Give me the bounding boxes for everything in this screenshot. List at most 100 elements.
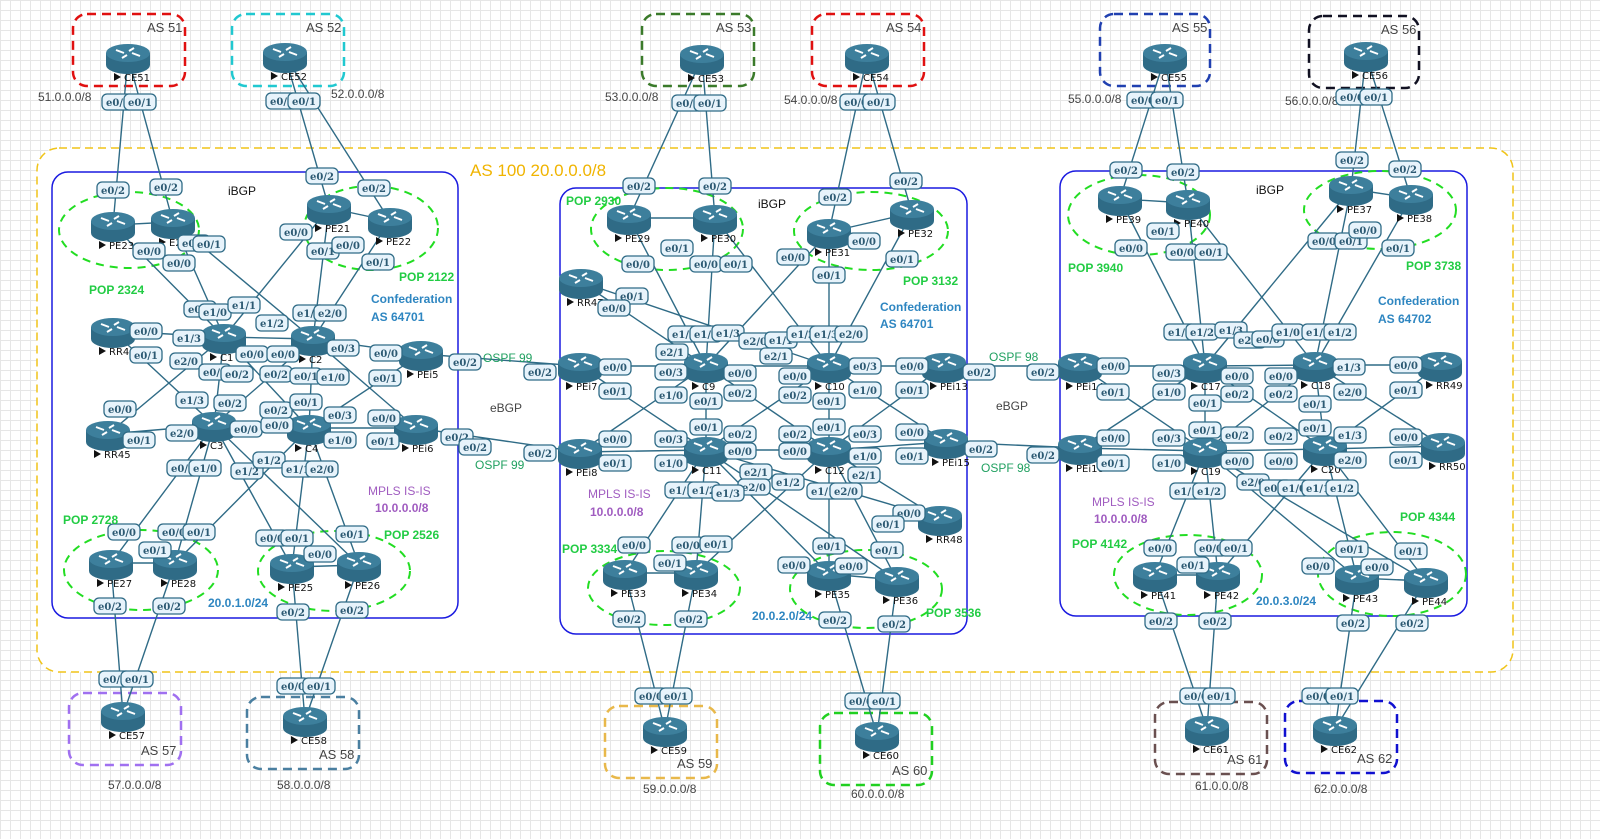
router-pe36[interactable]: PE36	[874, 566, 920, 607]
router-ce62[interactable]: CE62	[1312, 715, 1358, 756]
play-icon[interactable]	[1412, 597, 1419, 605]
play-icon[interactable]	[1429, 462, 1436, 470]
play-icon[interactable]	[161, 579, 168, 587]
router-pe21[interactable]: PE21	[306, 194, 352, 235]
play-icon[interactable]	[1191, 467, 1198, 475]
router-ce57[interactable]: CE57	[100, 701, 146, 742]
router-pei15[interactable]: PEi15	[923, 428, 970, 469]
router-pe27[interactable]: PE27	[88, 549, 134, 590]
router-ce60[interactable]: CE60	[854, 721, 900, 762]
play-icon[interactable]	[853, 73, 860, 81]
router-pei6[interactable]: PEi6	[393, 414, 439, 455]
router-c4[interactable]: C4	[286, 414, 332, 455]
play-icon[interactable]	[407, 370, 414, 378]
router-c3[interactable]: C3	[191, 411, 237, 452]
router-rr45[interactable]: RR45	[85, 420, 131, 461]
router-pe34[interactable]: PE34	[673, 559, 719, 600]
play-icon[interactable]	[315, 224, 322, 232]
router-pei8[interactable]: PEi8	[557, 438, 603, 479]
play-icon[interactable]	[615, 234, 622, 242]
router-rr46[interactable]: RR46	[90, 317, 136, 358]
play-icon[interactable]	[1066, 382, 1073, 390]
play-icon[interactable]	[883, 596, 890, 604]
router-pei7[interactable]: PEi7	[557, 352, 603, 393]
play-icon[interactable]	[1193, 745, 1200, 753]
play-icon[interactable]	[1301, 381, 1308, 389]
play-icon[interactable]	[99, 347, 106, 355]
router-ce59[interactable]: CE59	[642, 716, 688, 757]
router-pe35[interactable]: PE35	[806, 560, 852, 601]
play-icon[interactable]	[1343, 594, 1350, 602]
router-c12[interactable]: C12	[806, 436, 852, 477]
play-icon[interactable]	[1141, 591, 1148, 599]
router-ce51[interactable]: CE51	[105, 43, 151, 84]
play-icon[interactable]	[898, 229, 905, 237]
play-icon[interactable]	[1397, 214, 1404, 222]
play-icon[interactable]	[210, 353, 217, 361]
play-icon[interactable]	[815, 248, 822, 256]
router-ce56[interactable]: CE56	[1343, 41, 1389, 82]
router-pe31[interactable]: PE31	[806, 218, 852, 259]
play-icon[interactable]	[271, 72, 278, 80]
router-c2[interactable]: C2	[290, 325, 336, 366]
play-icon[interactable]	[295, 444, 302, 452]
play-icon[interactable]	[1191, 382, 1198, 390]
router-pe29[interactable]: PE29	[606, 204, 652, 245]
play-icon[interactable]	[651, 746, 658, 754]
router-pei13[interactable]: PEi13	[921, 352, 968, 393]
play-icon[interactable]	[701, 234, 708, 242]
router-c17[interactable]: C17	[1182, 352, 1228, 393]
router-pei5[interactable]: PEi5	[398, 340, 444, 381]
play-icon[interactable]	[1337, 205, 1344, 213]
play-icon[interactable]	[692, 466, 699, 474]
play-icon[interactable]	[815, 382, 822, 390]
play-icon[interactable]	[926, 535, 933, 543]
router-ce61[interactable]: CE61	[1184, 715, 1230, 756]
router-c1[interactable]: C1	[201, 323, 247, 364]
router-ce52[interactable]: CE52	[262, 42, 308, 83]
play-icon[interactable]	[566, 468, 573, 476]
router-rr48[interactable]: RR48	[917, 505, 963, 546]
router-pe39[interactable]: PE39	[1097, 185, 1143, 226]
play-icon[interactable]	[97, 579, 104, 587]
play-icon[interactable]	[1311, 465, 1318, 473]
play-icon[interactable]	[932, 458, 939, 466]
play-icon[interactable]	[611, 589, 618, 597]
router-c9[interactable]: C9	[683, 352, 729, 393]
play-icon[interactable]	[567, 298, 574, 306]
play-icon[interactable]	[114, 73, 121, 81]
router-pe38[interactable]: PE38	[1388, 184, 1434, 225]
router-pe33[interactable]: PE33	[602, 559, 648, 600]
router-c18[interactable]: C18	[1292, 351, 1338, 392]
play-icon[interactable]	[402, 444, 409, 452]
router-rr50[interactable]: RR50	[1420, 432, 1466, 473]
router-rr47[interactable]: RR47	[558, 268, 604, 309]
router-c20[interactable]: C20	[1302, 435, 1348, 476]
router-pe43[interactable]: PE43	[1334, 564, 1380, 605]
router-pe22[interactable]: PE22	[367, 207, 413, 248]
play-icon[interactable]	[94, 450, 101, 458]
router-ce58[interactable]: CE58	[282, 706, 328, 747]
play-icon[interactable]	[930, 382, 937, 390]
router-c10[interactable]: C10	[806, 352, 852, 393]
router-pe28[interactable]: PE28	[152, 549, 198, 590]
play-icon[interactable]	[1151, 73, 1158, 81]
router-ce55[interactable]: CE55	[1142, 43, 1188, 84]
router-pe44[interactable]: PE44	[1403, 567, 1449, 608]
play-icon[interactable]	[278, 583, 285, 591]
router-pe25[interactable]: PE25	[269, 553, 315, 594]
router-pe23[interactable]: PE23	[90, 211, 136, 252]
router-c11[interactable]: C11	[683, 436, 729, 477]
play-icon[interactable]	[291, 736, 298, 744]
play-icon[interactable]	[1066, 464, 1073, 472]
play-icon[interactable]	[815, 590, 822, 598]
router-pe26[interactable]: PE26	[336, 551, 382, 592]
play-icon[interactable]	[1352, 71, 1359, 79]
play-icon[interactable]	[109, 731, 116, 739]
router-pe30[interactable]: PE30	[692, 204, 738, 245]
play-icon[interactable]	[1426, 381, 1433, 389]
play-icon[interactable]	[345, 581, 352, 589]
play-icon[interactable]	[1106, 215, 1113, 223]
play-icon[interactable]	[1321, 745, 1328, 753]
router-pe37[interactable]: PE37	[1328, 175, 1374, 216]
